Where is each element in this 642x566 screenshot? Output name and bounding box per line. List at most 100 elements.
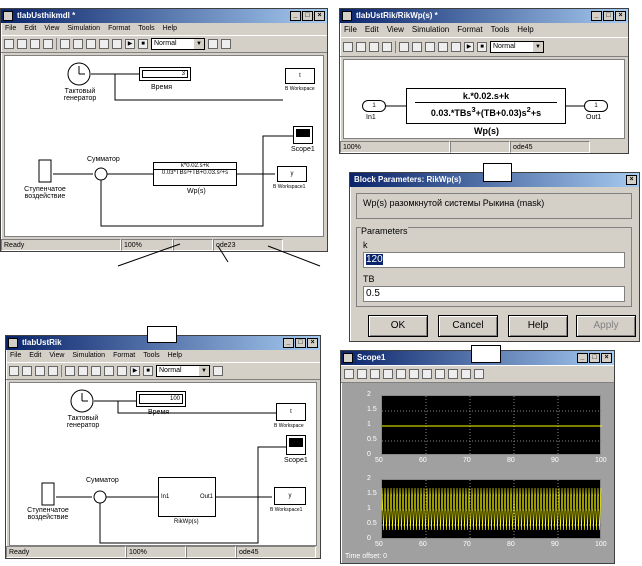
copy-icon[interactable] xyxy=(78,366,88,376)
sim-mode-select[interactable]: Normal xyxy=(490,41,544,53)
menu-format[interactable]: Format xyxy=(113,352,136,359)
save-icon[interactable] xyxy=(369,42,379,52)
undo-icon[interactable] xyxy=(104,366,114,376)
menu-file[interactable]: File xyxy=(344,25,357,34)
new-icon[interactable] xyxy=(343,42,353,52)
restore-axes-icon[interactable] xyxy=(435,369,445,379)
cut-icon[interactable] xyxy=(60,39,70,49)
play-icon[interactable]: ▶ xyxy=(464,42,474,52)
build-icon[interactable] xyxy=(213,366,223,376)
sim-mode-select[interactable]: Normal xyxy=(156,365,210,377)
open-icon[interactable] xyxy=(17,39,27,49)
undo-icon[interactable] xyxy=(438,42,448,52)
minimize-button[interactable]: _ xyxy=(283,338,294,348)
menu-file[interactable]: File xyxy=(10,352,22,359)
scope-block[interactable] xyxy=(286,435,306,455)
parameters-icon[interactable] xyxy=(357,369,367,379)
minimize-button[interactable]: _ xyxy=(591,11,602,21)
lock-icon[interactable] xyxy=(461,369,471,379)
menu-tools[interactable]: Tools xyxy=(490,25,510,34)
sim-mode-select[interactable]: Normal xyxy=(151,38,205,50)
stop-icon[interactable]: ■ xyxy=(138,39,148,49)
maximize-button[interactable]: □ xyxy=(302,11,313,21)
menu-edit[interactable]: Edit xyxy=(24,25,37,32)
menu-simulation[interactable]: Simulation xyxy=(67,25,101,32)
print-icon[interactable] xyxy=(48,366,58,376)
title-bar[interactable]: tlabUstRik/RikWp(s) * _□× xyxy=(340,9,628,23)
print-icon[interactable] xyxy=(344,369,354,379)
minimize-button[interactable]: _ xyxy=(577,353,588,363)
paste-icon[interactable] xyxy=(91,366,101,376)
maximize-button[interactable]: □ xyxy=(295,338,306,348)
print-icon[interactable] xyxy=(382,42,392,52)
library-icon[interactable] xyxy=(221,39,231,49)
new-icon[interactable] xyxy=(9,366,19,376)
cut-icon[interactable] xyxy=(399,42,409,52)
inport-block[interactable]: 1 xyxy=(362,100,386,112)
zoom-y-icon[interactable] xyxy=(396,369,406,379)
stop-icon[interactable]: ■ xyxy=(143,366,153,376)
maximize-button[interactable]: □ xyxy=(603,11,614,21)
floating-icon[interactable] xyxy=(448,369,458,379)
to-workspace-t[interactable]: t xyxy=(276,403,306,421)
menu-view[interactable]: View xyxy=(386,25,404,34)
copy-icon[interactable] xyxy=(412,42,422,52)
menu-simulation[interactable]: Simulation xyxy=(411,25,450,34)
redo-icon[interactable] xyxy=(117,366,127,376)
diagram-canvas[interactable]: 1 In1 k.*0.02.s+k 0.03.*TBs3+(TB+0.03)s2… xyxy=(343,59,625,139)
select-icon[interactable] xyxy=(474,369,484,379)
menu-view[interactable]: View xyxy=(49,352,65,359)
menu-edit[interactable]: Edit xyxy=(29,352,42,359)
close-button[interactable]: × xyxy=(615,11,626,21)
build-icon[interactable] xyxy=(208,39,218,49)
outport-block[interactable]: 1 xyxy=(584,100,608,112)
scope-block[interactable] xyxy=(293,126,313,144)
ok-button[interactable]: OK xyxy=(368,315,428,337)
close-button[interactable]: × xyxy=(307,338,318,348)
to-workspace-y[interactable]: y xyxy=(274,487,306,505)
to-workspace-t[interactable]: t xyxy=(285,68,315,84)
save-icon[interactable] xyxy=(30,39,40,49)
menu-file[interactable]: File xyxy=(5,25,17,32)
apply-button[interactable]: Apply xyxy=(576,315,636,337)
diagram-canvas[interactable]: 100 Время Тактовый генератор t B Workspa… xyxy=(9,382,317,546)
menu-format[interactable]: Format xyxy=(457,25,483,34)
help-button[interactable]: Help xyxy=(508,315,568,337)
autoscale-icon[interactable] xyxy=(409,369,419,379)
menu-view[interactable]: View xyxy=(44,25,60,32)
new-icon[interactable] xyxy=(4,39,14,49)
redo-icon[interactable] xyxy=(112,39,122,49)
cut-icon[interactable] xyxy=(65,366,75,376)
menu-help[interactable]: Help xyxy=(517,25,534,34)
transfer-fcn-block[interactable]: k.*0.02.s+k 0.03.*TBs3+(TB+0.03)s2+s xyxy=(406,88,566,124)
zoom-icon[interactable] xyxy=(370,369,380,379)
save-icon[interactable] xyxy=(35,366,45,376)
paste-icon[interactable] xyxy=(425,42,435,52)
menu-simulation[interactable]: Simulation xyxy=(72,352,106,359)
tb-input[interactable]: 0.5 xyxy=(363,286,625,302)
menu-format[interactable]: Format xyxy=(108,25,131,32)
redo-icon[interactable] xyxy=(451,42,461,52)
copy-icon[interactable] xyxy=(73,39,83,49)
play-icon[interactable]: ▶ xyxy=(125,39,135,49)
zoom-x-icon[interactable] xyxy=(383,369,393,379)
k-input[interactable]: 120 xyxy=(363,252,625,268)
scope-axes-1[interactable] xyxy=(381,395,602,456)
menu-help[interactable]: Help xyxy=(162,25,177,32)
title-bar[interactable]: tlabUstRik _□× xyxy=(6,336,320,350)
to-workspace-y[interactable]: y xyxy=(277,166,307,182)
maximize-button[interactable]: □ xyxy=(589,353,600,363)
scope-axes-2[interactable] xyxy=(381,479,602,540)
display-block[interactable]: 100 xyxy=(136,391,186,407)
menu-tools[interactable]: Tools xyxy=(143,352,160,359)
display-block[interactable]: 3 xyxy=(139,67,191,81)
diagram-canvas[interactable]: 3 Время Тактовый генератор t B Workspace… xyxy=(4,55,324,237)
close-button[interactable]: × xyxy=(314,11,325,21)
save-axes-icon[interactable] xyxy=(422,369,432,379)
menu-edit[interactable]: Edit xyxy=(364,25,379,34)
stop-icon[interactable]: ■ xyxy=(477,42,487,52)
paste-icon[interactable] xyxy=(86,39,96,49)
open-icon[interactable] xyxy=(356,42,366,52)
close-button[interactable]: × xyxy=(601,353,612,363)
